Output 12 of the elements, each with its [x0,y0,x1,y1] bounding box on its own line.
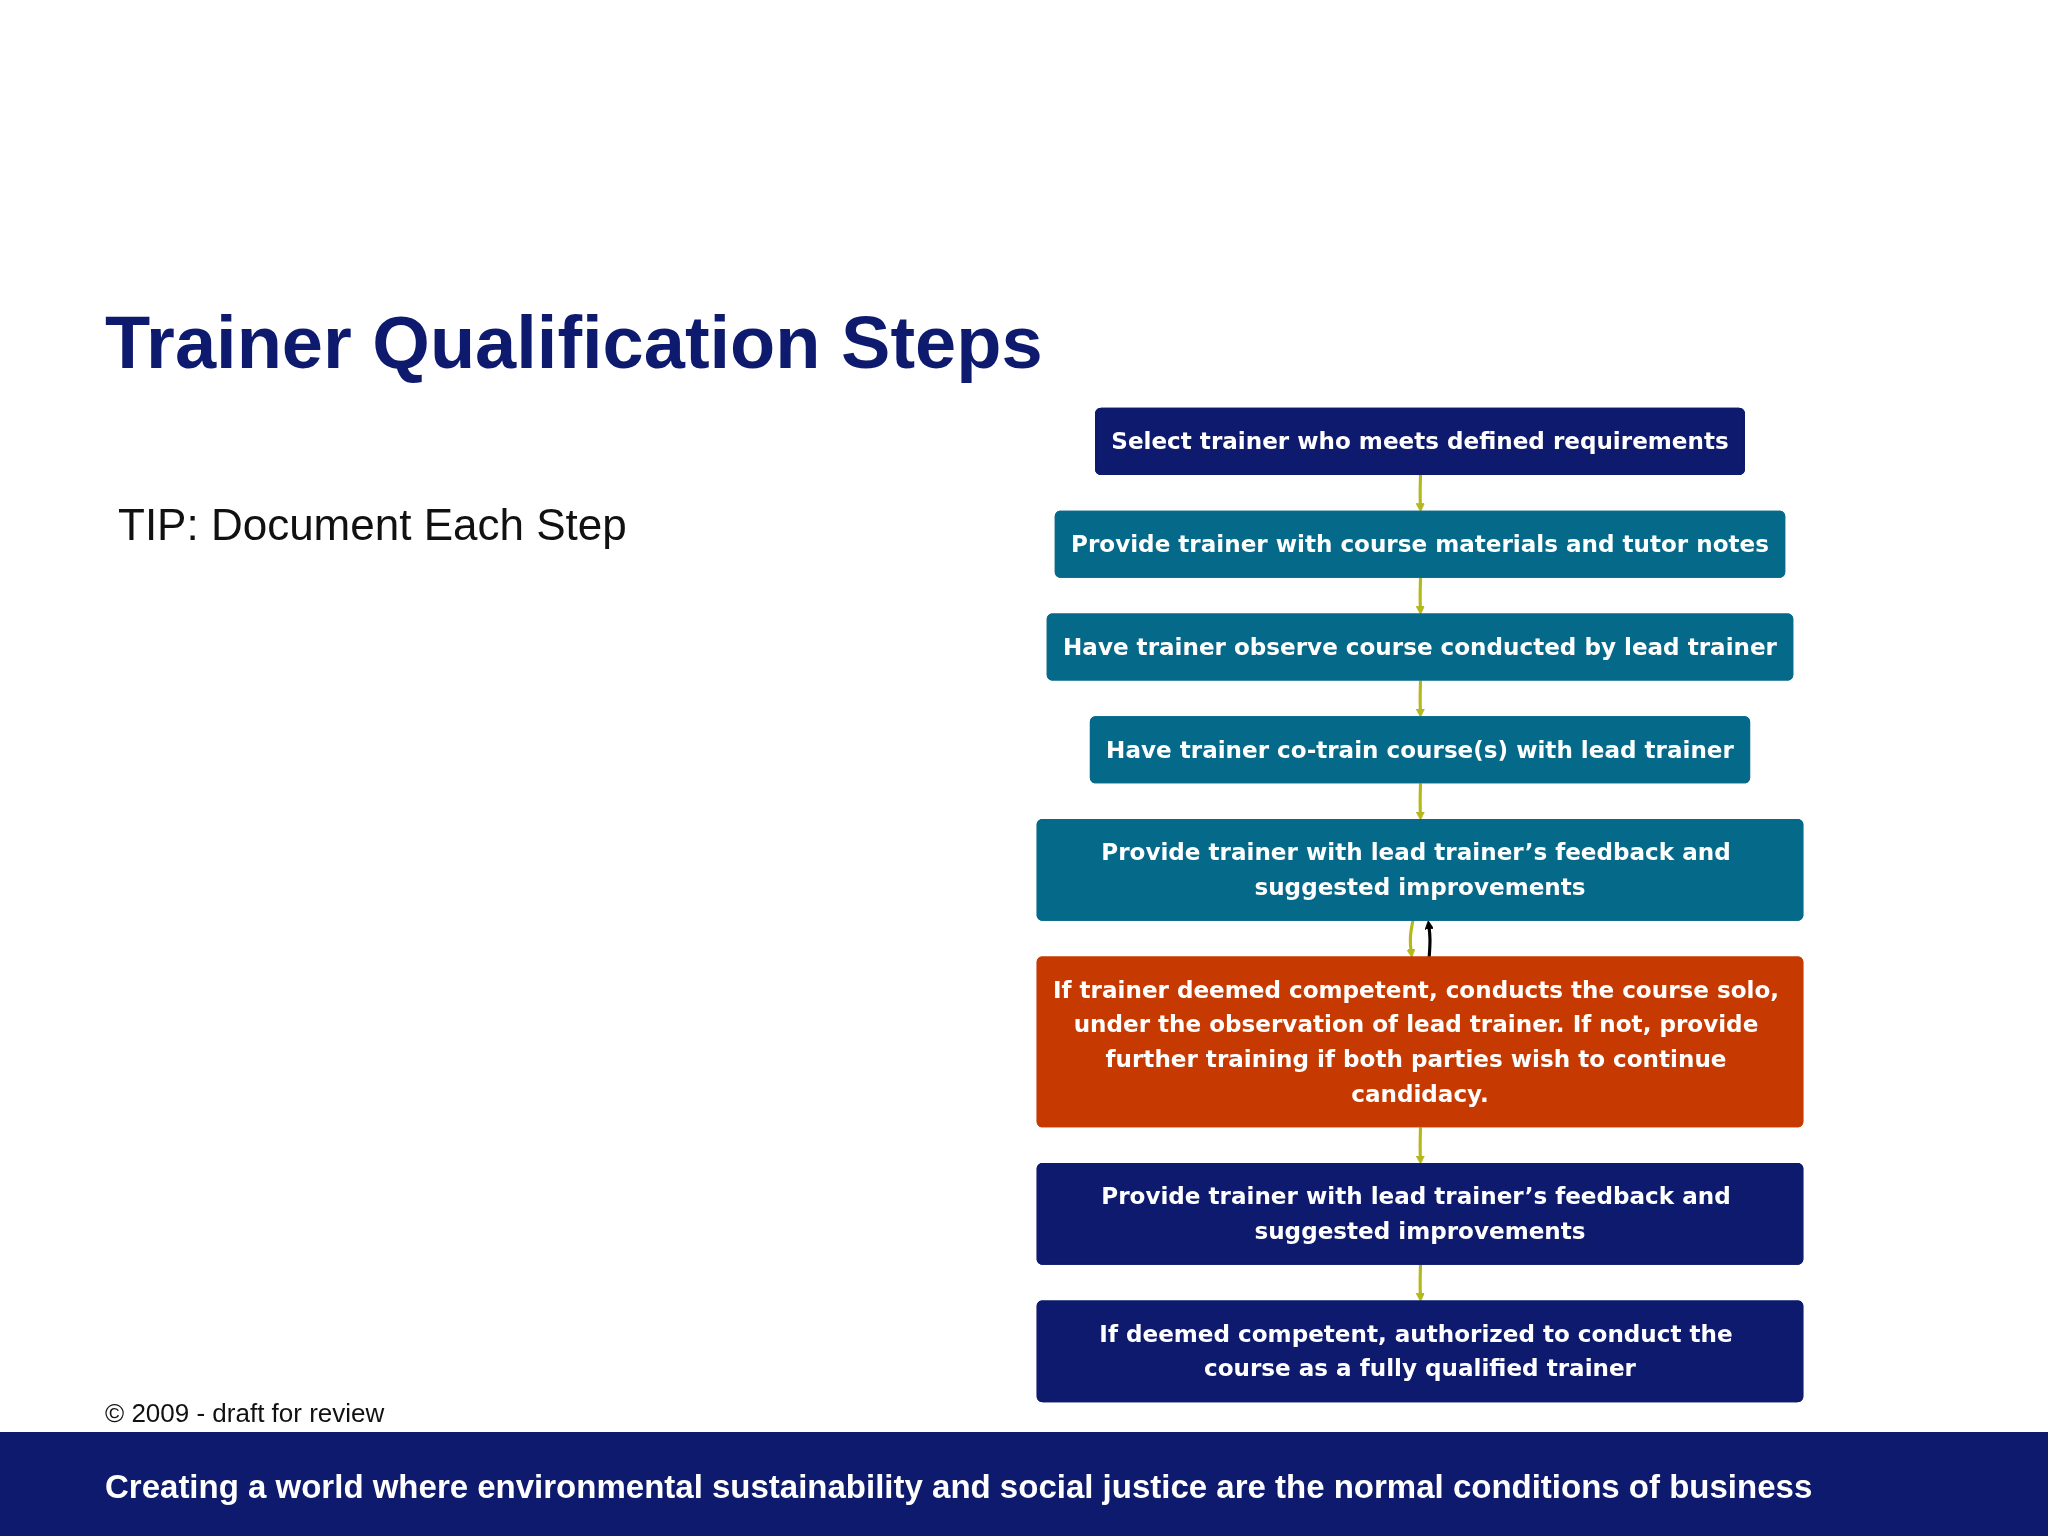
arrow [1415,474,1425,513]
diagram-title: Trainer Qualification Steps [105,300,1043,385]
arrow [1415,577,1425,615]
arrow [1415,783,1425,821]
tip-note: TIP: Document Each Step [118,500,627,550]
arrow [1415,1127,1425,1165]
footer-tagline: Creating a world where environmental sustainability and social justice are the normal conditions of business [105,1468,1813,1506]
copyright-note: © 2009 - draft for review [105,1398,385,1429]
arrow [1415,1264,1425,1302]
arrow [1424,920,1434,958]
arrow [1406,920,1416,958]
arrow [1415,680,1425,718]
